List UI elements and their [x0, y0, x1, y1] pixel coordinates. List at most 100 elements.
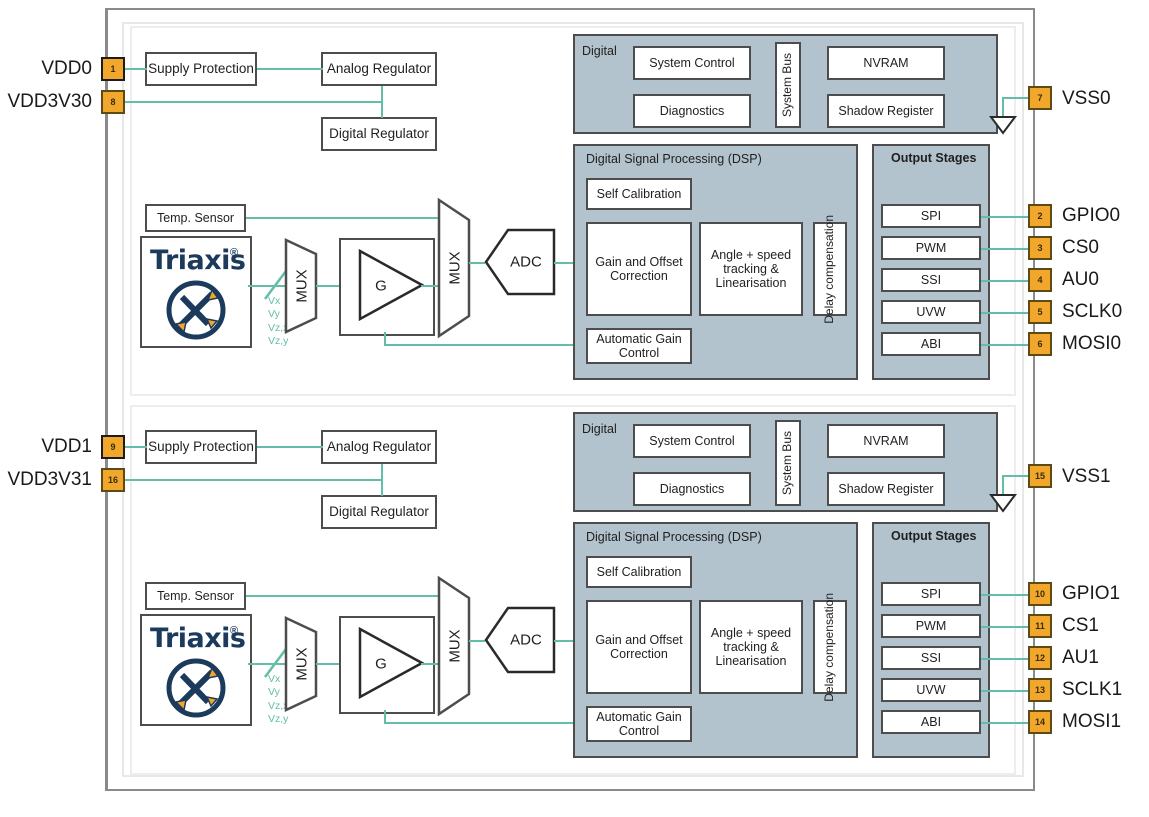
dsp-group-title-0: Digital Signal Processing (DSP): [586, 152, 762, 166]
wire-vdd1-to-supply-protection-1: [125, 446, 147, 448]
amplifier-triangle-1: [358, 627, 424, 699]
nvram-block-0[interactable]: NVRAM: [827, 46, 945, 80]
pin-pad-7[interactable]: 7: [1028, 86, 1052, 110]
wire-mux-to-adc-0: [469, 262, 485, 264]
wire-mux-to-amp-0: [316, 285, 341, 287]
pin-label-mosi0: MOSI0: [1062, 333, 1122, 354]
system-bus-block-0[interactable]: System Bus: [775, 42, 801, 128]
output-abi-block-1[interactable]: ABI: [881, 710, 981, 734]
analog-regulator-block-1[interactable]: Analog Regulator: [321, 430, 437, 464]
input-mux-1[interactable]: MUX: [284, 616, 318, 712]
output-ssi-block-1[interactable]: SSI: [881, 646, 981, 670]
output-ssi-block-0[interactable]: SSI: [881, 268, 981, 292]
output-abi-block-0[interactable]: ABI: [881, 332, 981, 356]
wire-vdd3v31-up-to-analog-reg-1: [381, 464, 383, 480]
triaxis-wordmark-1: Triaxis: [150, 623, 246, 654]
pin-label-au0: AU0: [1062, 269, 1099, 290]
automatic-gain-control-block-1[interactable]: Automatic Gain Control: [586, 706, 692, 742]
output-pwm-block-1[interactable]: PWM: [881, 614, 981, 638]
wire-gnd-to-vss1: [1002, 475, 1029, 477]
wire-gnd-to-vss0: [1002, 97, 1029, 99]
pin-pad-10[interactable]: 10: [1028, 582, 1052, 606]
adc-mux-1[interactable]: MUX: [437, 575, 471, 717]
output-pwm-block-0[interactable]: PWM: [881, 236, 981, 260]
delay-compensation-block-0[interactable]: Delay compensation: [813, 215, 847, 323]
output-spi-block-0[interactable]: SPI: [881, 204, 981, 228]
adc-block-1[interactable]: ADC: [484, 606, 556, 679]
pin-pad-3[interactable]: 3: [1028, 236, 1052, 260]
self-calibration-block-1[interactable]: Self Calibration: [586, 556, 692, 588]
triaxis-axes-icon-1: [166, 658, 226, 718]
amplifier-gain-label-0: G: [375, 277, 387, 295]
system-control-block-0[interactable]: System Control: [633, 46, 751, 80]
pin-pad-2[interactable]: 2: [1028, 204, 1052, 228]
angle-speed-tracking-block-1[interactable]: Angle + speed tracking & Linearisation: [699, 600, 803, 694]
adc-block-0[interactable]: ADC: [484, 228, 556, 301]
diagnostics-block-0[interactable]: Diagnostics: [633, 94, 751, 128]
wire-amp-out-1: [421, 663, 443, 665]
pin-pad-14[interactable]: 14: [1028, 710, 1052, 734]
adc-mux-label-1: MUX: [446, 629, 464, 663]
digital-regulator-block-0[interactable]: Digital Regulator: [321, 117, 437, 151]
system-control-block-1[interactable]: System Control: [633, 424, 751, 458]
delay-compensation-label-1: Delay compensation: [822, 592, 837, 702]
wire-temp-sensor-to-mux-1: [246, 595, 438, 597]
adc-mux-0[interactable]: MUX: [437, 197, 471, 339]
pin-pad-16[interactable]: 16: [101, 468, 125, 492]
pin-label-mosi1: MOSI1: [1062, 711, 1122, 732]
delay-compensation-block-1[interactable]: Delay compensation: [813, 593, 847, 701]
temp-sensor-block-1[interactable]: Temp. Sensor: [145, 582, 246, 610]
digital-regulator-block-1[interactable]: Digital Regulator: [321, 495, 437, 529]
supply-protection-block-0[interactable]: Supply Protection: [145, 52, 257, 86]
input-mux-0[interactable]: MUX: [284, 238, 318, 334]
signal-labels-0: Vx Vy Vz,x Vz,y: [268, 295, 288, 349]
gain-offset-correction-block-0[interactable]: Gain and Offset Correction: [586, 222, 692, 316]
nvram-block-1[interactable]: NVRAM: [827, 424, 945, 458]
adc-label-0: ADC: [510, 253, 542, 271]
pin-pad-11[interactable]: 11: [1028, 614, 1052, 638]
pin-pad-5[interactable]: 5: [1028, 300, 1052, 324]
pin-label-vdd3v31: VDD3V31: [7, 469, 93, 490]
output-uvw-block-1[interactable]: UVW: [881, 678, 981, 702]
wire-agc-feedback-horiz-1: [384, 722, 587, 724]
analog-regulator-block-0[interactable]: Analog Regulator: [321, 52, 437, 86]
signal-label-vzy-0: Vz,y: [268, 335, 289, 348]
pin-pad-4[interactable]: 4: [1028, 268, 1052, 292]
input-mux-label-0: MUX: [293, 269, 311, 303]
pin-label-au1: AU1: [1062, 647, 1099, 668]
system-bus-block-1[interactable]: System Bus: [775, 420, 801, 506]
pin-pad-6[interactable]: 6: [1028, 332, 1052, 356]
supply-protection-block-1[interactable]: Supply Protection: [145, 430, 257, 464]
pin-pad-8[interactable]: 8: [101, 90, 125, 114]
pin-pad-13[interactable]: 13: [1028, 678, 1052, 702]
pin-pad-12[interactable]: 12: [1028, 646, 1052, 670]
amplifier-gain-label-1: G: [375, 655, 387, 673]
automatic-gain-control-block-0[interactable]: Automatic Gain Control: [586, 328, 692, 364]
wire-pwm-to-cs0: [981, 248, 1028, 250]
angle-speed-tracking-block-0[interactable]: Angle + speed tracking & Linearisation: [699, 222, 803, 316]
self-calibration-block-0[interactable]: Self Calibration: [586, 178, 692, 210]
triaxis-sensor-block-0[interactable]: Triaxis ®: [140, 236, 252, 348]
system-bus-label-0: System Bus: [780, 52, 795, 118]
chip-inner-boundary: [122, 22, 1024, 777]
output-stages-title-0: Output Stages: [891, 151, 977, 165]
shadow-register-block-0[interactable]: Shadow Register: [827, 94, 945, 128]
wire-pwm-to-cs1: [981, 626, 1028, 628]
output-spi-block-1[interactable]: SPI: [881, 582, 981, 606]
temp-sensor-block-0[interactable]: Temp. Sensor: [145, 204, 246, 232]
gain-offset-correction-block-1[interactable]: Gain and Offset Correction: [586, 600, 692, 694]
wire-agc-feedback-vert-1: [384, 710, 386, 723]
left-pin-rail: [106, 8, 108, 791]
delay-compensation-label-0: Delay compensation: [822, 214, 837, 324]
pin-pad-15[interactable]: 15: [1028, 464, 1052, 488]
output-uvw-block-0[interactable]: UVW: [881, 300, 981, 324]
pin-pad-1[interactable]: 1: [101, 57, 125, 81]
triaxis-sensor-block-1[interactable]: Triaxis ®: [140, 614, 252, 726]
pin-pad-9[interactable]: 9: [101, 435, 125, 459]
wire-vdd0-to-supply-protection-0: [125, 68, 147, 70]
wire-vdd3v30-rail-0: [125, 101, 383, 103]
shadow-register-block-1[interactable]: Shadow Register: [827, 472, 945, 506]
diagnostics-block-1[interactable]: Diagnostics: [633, 472, 751, 506]
pin-label-gpio1: GPIO1: [1062, 583, 1121, 604]
